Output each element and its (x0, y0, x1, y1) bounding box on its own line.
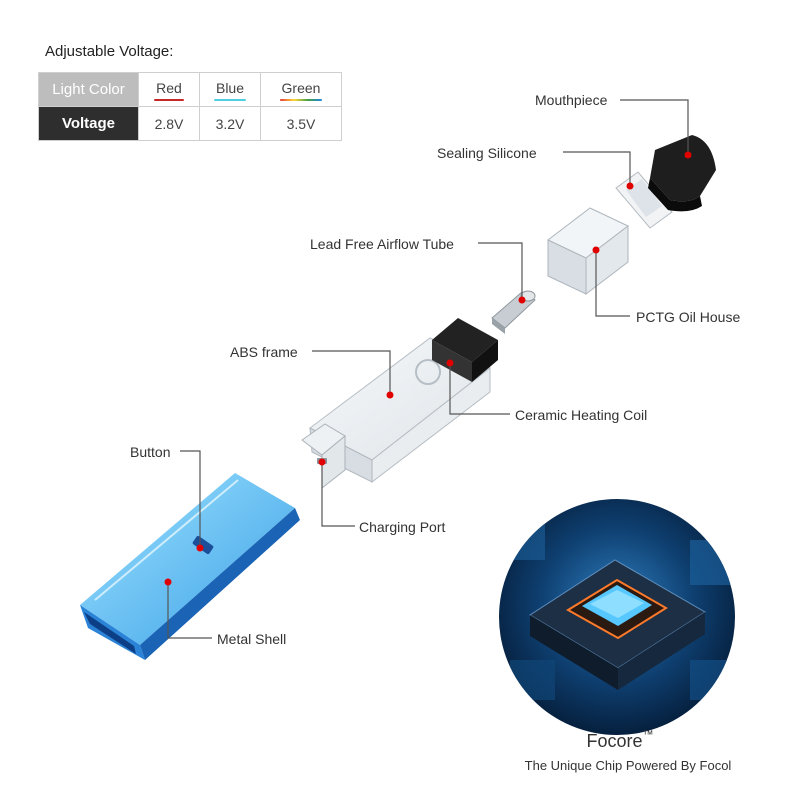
voltage-table-title: Adjustable Voltage: (45, 43, 174, 60)
voltage-row: Voltage 2.8V 3.2V 3.5V (38, 106, 342, 141)
voltage-value: 2.8V (138, 106, 200, 141)
marker-charging-port (318, 458, 326, 466)
marker-heating-coil (446, 359, 454, 367)
label-airflow-tube: Lead Free Airflow Tube (310, 236, 454, 252)
blue-underline (213, 99, 247, 101)
airflow-tube (491, 290, 536, 334)
leader-abs-frame (312, 350, 391, 395)
leader-lines (167, 99, 689, 639)
leader-charging-port (321, 462, 355, 527)
label-heating-coil: Ceramic Heating Coil (515, 407, 648, 423)
abs-frame (301, 318, 498, 490)
green-underline (279, 99, 323, 101)
marker-metal-shell (164, 578, 172, 586)
label-metal-shell: Metal Shell (217, 631, 287, 647)
red-underline (154, 99, 184, 101)
label-oil-house: PCTG Oil House (636, 309, 741, 325)
label-charging-port: Charging Port (359, 519, 446, 535)
voltage-value: 3.2V (199, 106, 261, 141)
color-cell-green: Green (260, 72, 342, 107)
marker-airflow-tube (518, 296, 526, 304)
part-markers (164, 151, 692, 586)
label-button: Button (130, 444, 171, 460)
leader-button (180, 450, 201, 548)
label-mouthpiece: Mouthpiece (535, 92, 608, 108)
voltage-table: Light Color Red Blue Green Voltage 2.8V … (38, 72, 342, 141)
trademark-mark: ™ (642, 729, 654, 741)
voltage-header: Voltage (38, 106, 139, 141)
marker-button (196, 544, 204, 552)
leader-metal-shell (167, 582, 212, 639)
marker-oil-house (592, 246, 600, 254)
marker-mouthpiece (684, 151, 692, 159)
leader-sealing-silicone (563, 151, 631, 185)
leader-mouthpiece (620, 99, 689, 155)
marker-abs-frame (386, 391, 394, 399)
oil-house (547, 207, 629, 296)
label-sealing-silicone: Sealing Silicone (437, 145, 537, 161)
color-name: Blue (215, 80, 245, 96)
marker-sealing-silicone (626, 182, 634, 190)
brand-name: Focore (586, 731, 643, 751)
mouthpiece (648, 135, 716, 212)
chip-tagline: The Unique Chip Powered By Focol (524, 758, 732, 773)
leader-oil-house (595, 250, 630, 317)
leader-airflow-tube (478, 242, 523, 300)
leader-heating-coil (449, 363, 510, 415)
label-abs-frame: ABS frame (230, 344, 298, 360)
color-name: Red (156, 80, 182, 96)
chip-brand: Focore™ (540, 729, 700, 752)
chip-illustration (499, 499, 735, 735)
voltage-value: 3.5V (260, 106, 342, 141)
color-name: Green (281, 80, 321, 96)
metal-shell (80, 473, 300, 660)
light-color-row: Light Color Red Blue Green (38, 72, 342, 107)
